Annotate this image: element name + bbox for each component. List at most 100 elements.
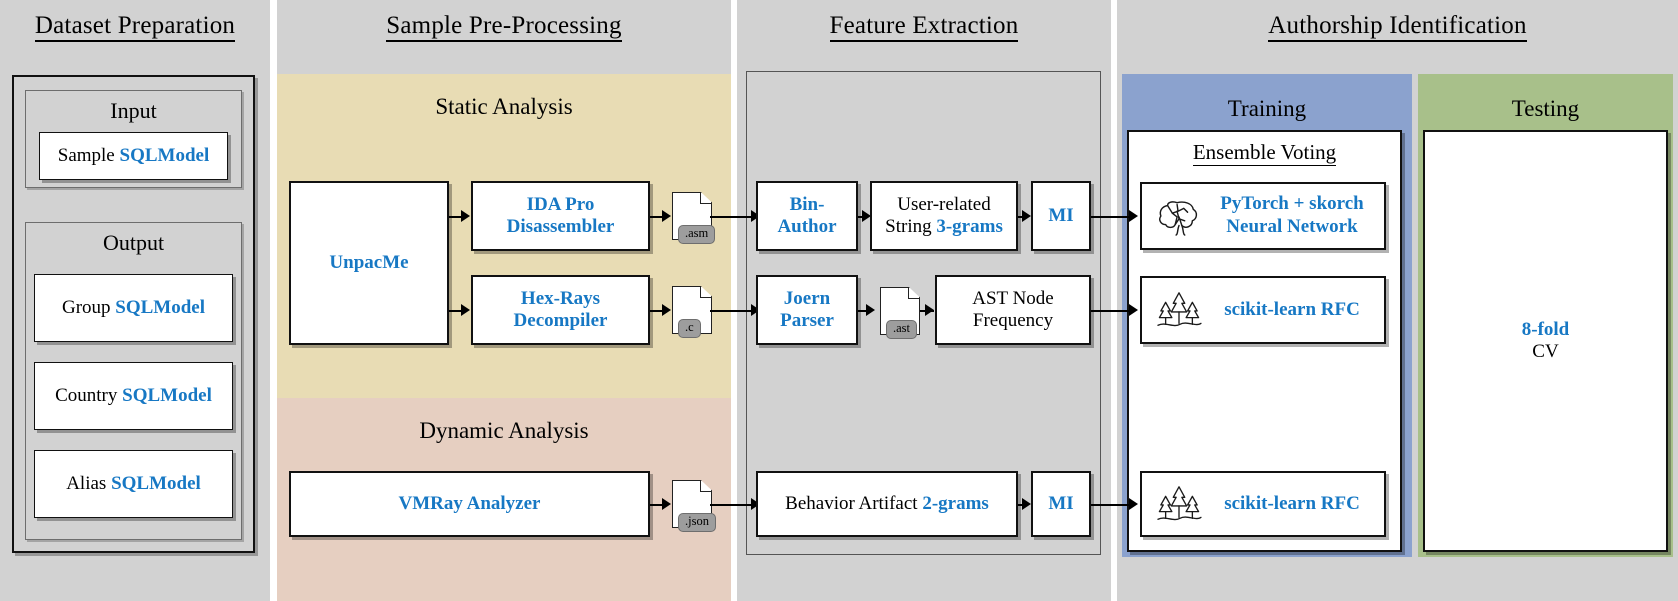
file-fold-corner	[699, 192, 712, 204]
file-json-icon: .json	[672, 480, 716, 532]
arrowhead-behavior-to-mi-bottom	[1022, 498, 1031, 510]
arrowhead-hexrays-to-c	[662, 304, 671, 316]
behavior-artifact-2grams-box[interactable]: Behavior Artifact 2-grams	[756, 471, 1018, 537]
dataset-output-item-country[interactable]: Country SQLModel	[34, 362, 233, 430]
model-pytorch-skorch-label: PyTorch + skorch Neural Network	[1206, 193, 1384, 239]
country-label-blue: SQLModel	[122, 384, 212, 406]
file-extension-badge: .asm	[678, 225, 716, 244]
connector-unpacme-to-hexrays	[449, 310, 465, 312]
column-title-sample-pre-processing: Sample Pre-Processing	[277, 12, 731, 42]
arrowhead-vmray-to-json	[662, 498, 671, 510]
testing-cv-label: CV	[1532, 341, 1559, 362]
column-title-feature-extraction: Feature Extraction	[737, 12, 1111, 42]
arrowhead-ast-file-to-astnode	[925, 304, 934, 316]
alias-label-plain: Alias	[66, 472, 112, 494]
ida-pro-label-line1: IDA Pro	[526, 193, 595, 215]
ast-node-label-line1: AST Node	[972, 287, 1054, 309]
arrowhead-json-to-behavior	[751, 498, 760, 510]
country-label-plain: Country	[55, 384, 123, 406]
static-analysis-title: Static Analysis	[435, 94, 573, 119]
arrowhead-mi-bottom-to-rfc2	[1129, 498, 1138, 510]
dataset-output-item-alias[interactable]: Alias SQLModel	[34, 450, 233, 518]
file-extension-badge: .json	[678, 513, 716, 532]
mi-top-label: MI	[1048, 204, 1074, 226]
file-fold-corner	[907, 287, 920, 299]
column-title-dataset-preparation: Dataset Preparation	[0, 12, 270, 42]
joern-parser-label-line1: Joern	[783, 287, 831, 309]
arrowhead-joern-to-ast-file	[866, 304, 875, 316]
ida-pro-label-line2: Disassembler	[506, 216, 615, 237]
model-label-line1: PyTorch + skorch	[1220, 193, 1364, 215]
forest-icon	[1152, 287, 1206, 333]
connector-unpacme-to-ida	[449, 216, 465, 218]
connector-hexrays-to-c	[650, 310, 666, 312]
connector-joern-to-ast-file	[858, 310, 872, 312]
connector-c-to-joern	[710, 310, 755, 312]
dataset-output-item-group[interactable]: Group SQLModel	[34, 274, 233, 342]
testing-card: 8-fold CV	[1423, 130, 1668, 552]
arrowhead-unpacme-to-ida	[461, 210, 470, 222]
dynamic-analysis-title: Dynamic Analysis	[419, 418, 589, 443]
dataset-output-title: Output	[102, 230, 165, 255]
arrowhead-unpacme-to-hexrays	[461, 304, 470, 316]
joern-parser-box[interactable]: Joern Parser	[756, 275, 858, 345]
bin-author-box[interactable]: Bin- Author	[756, 181, 858, 251]
unpacme-label: UnpacMe	[329, 251, 409, 273]
hex-rays-box[interactable]: Hex-Rays Decompiler	[471, 275, 650, 345]
behavior-label-blue: 2-grams	[922, 492, 989, 514]
vmray-analyzer-label: VMRay Analyzer	[398, 492, 541, 514]
connector-astnode-to-rfc1	[1091, 310, 1135, 312]
arrowhead-mi-top-to-pytorch	[1129, 210, 1138, 222]
mi-bottom-box[interactable]: MI	[1031, 471, 1091, 537]
file-fold-corner	[699, 480, 712, 492]
model-label-line2: Neural Network	[1226, 216, 1358, 237]
model-scikit-rfc-1-box[interactable]: scikit-learn RFC	[1140, 276, 1386, 344]
ast-node-label-line2: Frequency	[972, 310, 1054, 331]
model-pytorch-skorch-box[interactable]: PyTorch + skorch Neural Network	[1140, 182, 1386, 250]
arrowhead-binauthor-to-strings	[862, 210, 871, 222]
mi-top-box[interactable]: MI	[1031, 181, 1091, 251]
model-scikit-rfc-1-label: scikit-learn RFC	[1224, 298, 1360, 320]
testing-title: Testing	[1511, 96, 1580, 121]
dataset-input-item-sample[interactable]: Sample SQLModel	[39, 132, 228, 180]
hex-rays-label-line2: Decompiler	[513, 310, 608, 331]
model-scikit-rfc-2-label: scikit-learn RFC	[1224, 492, 1360, 514]
file-extension-badge: .c	[678, 319, 701, 338]
strings-label-line2-plain: String	[885, 216, 937, 237]
group-label-plain: Group	[61, 296, 116, 318]
connector-mi-top-to-pytorch	[1091, 216, 1135, 218]
connector-vmray-to-json	[650, 504, 666, 506]
vmray-analyzer-box[interactable]: VMRay Analyzer	[289, 471, 650, 537]
arrowhead-ida-to-asm	[662, 210, 671, 222]
training-title: Training	[1227, 96, 1307, 121]
connector-ida-to-asm	[650, 216, 666, 218]
ensemble-voting-title: Ensemble Voting	[1192, 140, 1337, 166]
sample-label-plain: Sample	[57, 144, 120, 166]
ast-node-frequency-box[interactable]: AST Node Frequency	[935, 275, 1091, 345]
arrowhead-astnode-to-rfc1	[1129, 304, 1138, 316]
behavior-label-plain: Behavior Artifact	[785, 492, 923, 514]
strings-label-line2-blue: 3-grams	[936, 216, 1003, 237]
bin-author-label-line1: Bin-	[789, 193, 825, 215]
unpacme-box[interactable]: UnpacMe	[289, 181, 449, 345]
group-label-blue: SQLModel	[115, 296, 206, 318]
ida-pro-box[interactable]: IDA Pro Disassembler	[471, 181, 650, 251]
connector-mi-bottom-to-rfc2	[1091, 504, 1135, 506]
file-c-icon: .c	[672, 286, 712, 338]
file-fold-corner	[699, 286, 712, 298]
user-related-string-3grams-box[interactable]: User-related String 3-grams	[870, 181, 1018, 251]
joern-parser-label-line2: Parser	[780, 310, 834, 331]
column-title-authorship-identification: Authorship Identification	[1117, 12, 1678, 42]
file-asm-icon: .asm	[672, 192, 716, 244]
hex-rays-label-line1: Hex-Rays	[520, 287, 601, 309]
connector-asm-to-binauthor	[710, 216, 755, 218]
file-extension-badge: .ast	[886, 320, 918, 339]
sample-label-blue: SQLModel	[119, 144, 210, 166]
file-ast-icon: .ast	[880, 287, 920, 339]
bin-author-label-line2: Author	[777, 216, 837, 237]
model-scikit-rfc-2-box[interactable]: scikit-learn RFC	[1140, 471, 1386, 537]
strings-label-line1: User-related	[897, 193, 991, 215]
forest-icon	[1152, 481, 1206, 527]
mi-bottom-label: MI	[1048, 492, 1074, 514]
brain-icon	[1152, 193, 1206, 239]
